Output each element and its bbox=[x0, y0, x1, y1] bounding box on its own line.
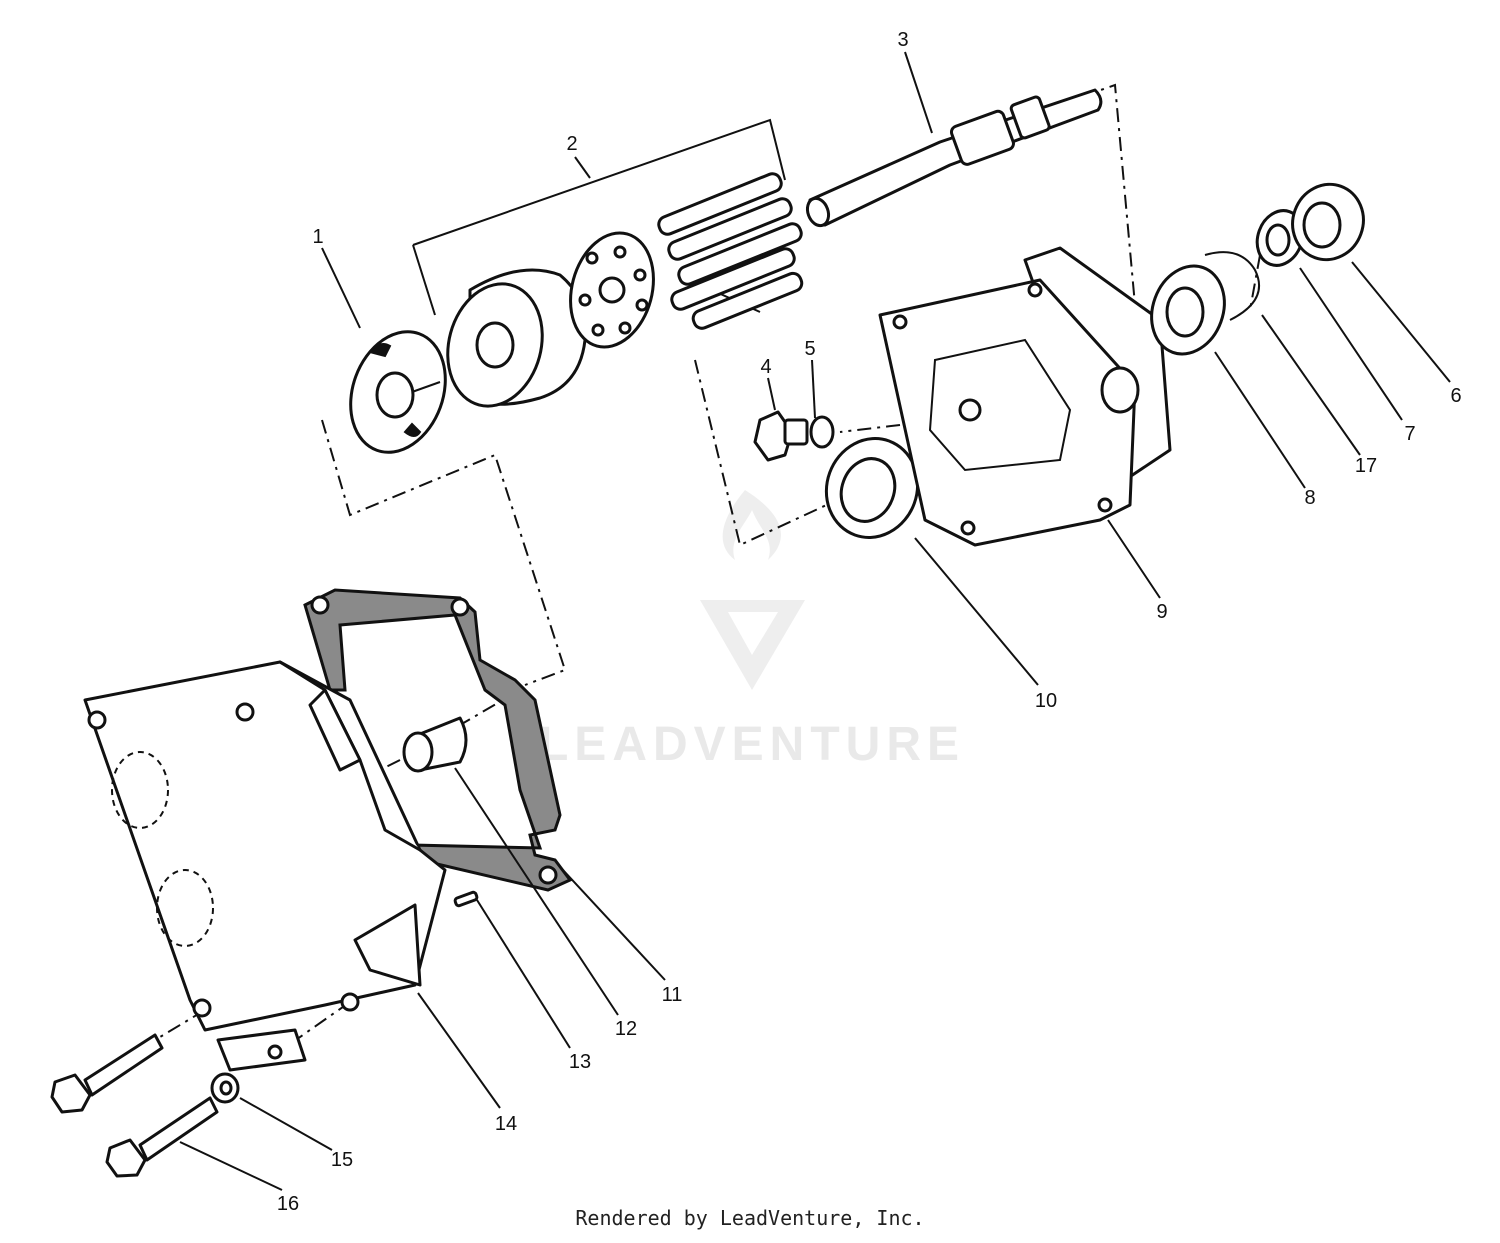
snap-ring bbox=[1204, 251, 1260, 321]
pump-housing bbox=[878, 246, 1172, 547]
piston-set bbox=[657, 172, 804, 330]
leader-lines bbox=[179, 51, 1451, 1191]
needle-bearing bbox=[402, 716, 468, 773]
watermark-logo: LEADVENTURE bbox=[539, 490, 965, 771]
callout-15: 15 bbox=[331, 1149, 353, 1171]
cap-screw bbox=[50, 1033, 219, 1178]
cylinder-block bbox=[446, 231, 655, 408]
ball-bearing bbox=[1150, 264, 1226, 356]
lock-washer bbox=[210, 1072, 240, 1104]
o-ring bbox=[809, 415, 835, 449]
callout-7: 7 bbox=[1404, 423, 1415, 445]
callout-10: 10 bbox=[1035, 690, 1057, 712]
cover-gasket bbox=[303, 588, 573, 892]
callout-14: 14 bbox=[495, 1113, 517, 1135]
dowel-pin bbox=[453, 890, 479, 908]
callout-labels: 1 2 3 4 5 6 7 17 8 9 10 11 12 13 14 15 1… bbox=[277, 29, 1462, 1215]
watermark-text: LEADVENTURE bbox=[539, 718, 965, 771]
callout-4: 4 bbox=[760, 356, 771, 378]
callout-9: 9 bbox=[1156, 601, 1167, 623]
drain-plug bbox=[753, 410, 809, 462]
callout-12: 12 bbox=[615, 1018, 637, 1040]
callout-13: 13 bbox=[569, 1051, 591, 1073]
lock-plate bbox=[216, 1028, 307, 1072]
callout-2: 2 bbox=[566, 133, 577, 155]
valve-plate bbox=[349, 330, 447, 454]
callout-16: 16 bbox=[277, 1193, 299, 1215]
callout-17: 17 bbox=[1355, 455, 1377, 477]
callout-5: 5 bbox=[804, 338, 815, 360]
callout-11: 11 bbox=[662, 984, 683, 1006]
callout-1: 1 bbox=[312, 226, 323, 248]
callout-8: 8 bbox=[1304, 487, 1315, 509]
pump-shaft bbox=[805, 88, 1103, 228]
end-cover bbox=[83, 660, 447, 1032]
callout-3: 3 bbox=[897, 29, 908, 51]
shaft-seal bbox=[1291, 182, 1365, 262]
thrust-washer bbox=[824, 437, 920, 539]
callout-6: 6 bbox=[1450, 385, 1461, 407]
render-credit: Rendered by LeadVenture, Inc. bbox=[575, 1206, 925, 1230]
